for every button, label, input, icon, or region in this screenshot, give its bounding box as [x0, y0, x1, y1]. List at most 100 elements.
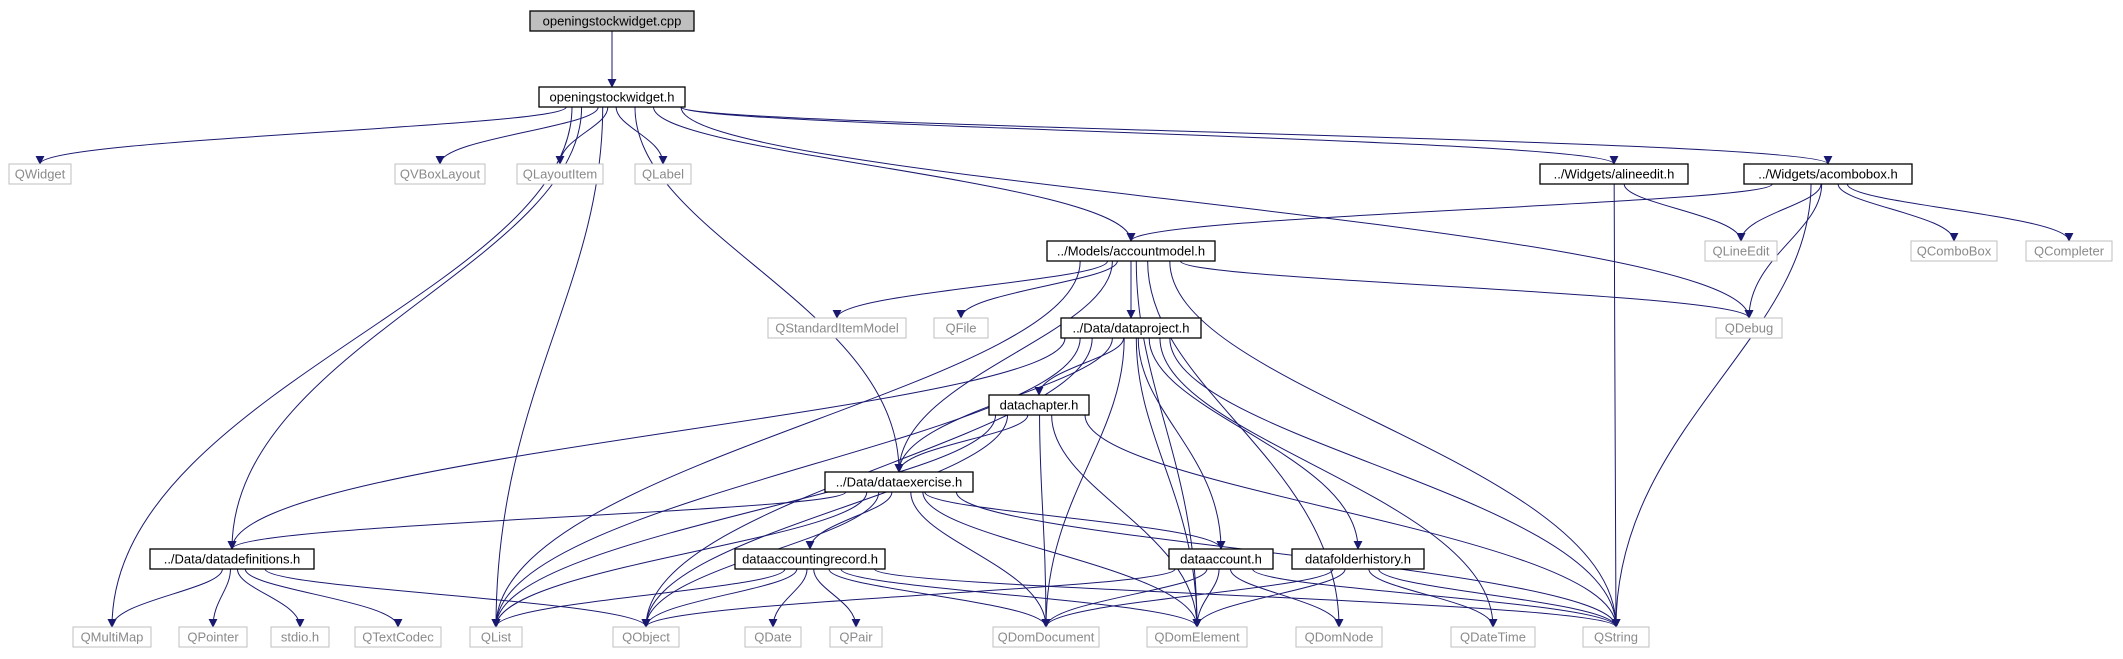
node-data-datadefinitions-h[interactable]: ../Data/datadefinitions.h [149, 548, 315, 570]
node-models-accountmodel-h[interactable]: ../Models/accountmodel.h [1046, 240, 1216, 262]
edge-osw-to-qlayoutitem [555, 106, 609, 165]
edge-acombobox-to-qcompleter [1846, 183, 2074, 242]
edge-dataexercise-to-datadefs [227, 491, 847, 550]
node-qmultimap[interactable]: QMultiMap [72, 626, 152, 648]
node-widgets-alineedit-h[interactable]: ../Widgets/alineedit.h [1539, 163, 1689, 185]
node-qvboxlayout[interactable]: QVBoxLayout [394, 163, 486, 185]
edge-dataaccrec-to-qstring [873, 568, 1621, 628]
node-datachapter-h[interactable]: datachapter.h [988, 394, 1090, 416]
node-label: QTextCodec [362, 630, 434, 645]
node-label: QLineEdit [1712, 244, 1769, 259]
node-label: QPair [839, 630, 873, 645]
edge-osw-to-qvbox [435, 106, 599, 165]
node-qlayoutitem[interactable]: QLayoutItem [516, 163, 604, 185]
edge-datafolder-to-qdomelement [1192, 568, 1346, 628]
edge-osw-to-alineedit [680, 106, 1619, 165]
edge-dataaccount-to-qdomdocument [1041, 568, 1208, 628]
edge-acombobox-to-qstring [1611, 183, 1812, 628]
node-qpointer[interactable]: QPointer [178, 626, 248, 648]
node-label: openingstockwidget.cpp [543, 14, 682, 29]
node-label: QLabel [642, 167, 684, 182]
node-qdomelement[interactable]: QDomElement [1146, 626, 1248, 648]
edge-dataexercise-to-qstring [955, 491, 1621, 628]
node-label: QWidget [15, 167, 66, 182]
edge-datadefs-to-qobject [264, 568, 651, 628]
node-qcompleter[interactable]: QCompleter [2025, 240, 2113, 262]
edge-dataproject-to-qdomdocument [1041, 337, 1125, 628]
edge-datafolder-to-qstring [1378, 568, 1621, 628]
node-openingstockwidget-cpp[interactable]: openingstockwidget.cpp [529, 10, 695, 32]
node-qdate[interactable]: QDate [744, 626, 802, 648]
node-qstring[interactable]: QString [1582, 626, 1650, 648]
node-label: QDebug [1725, 321, 1773, 336]
node-label: datachapter.h [1000, 398, 1079, 413]
node-label: QCompleter [2034, 244, 2105, 259]
edge-osw-to-accountmodel [653, 106, 1136, 242]
edge-dataaccount-to-qstring [1252, 568, 1621, 628]
edge-dataexercise-to-dataaccount [924, 491, 1226, 550]
edge-acombobox-to-qcombobox [1837, 183, 1959, 242]
edge-osw-to-dataexercise [634, 106, 904, 473]
edge-dataproject-to-datachapter [1034, 337, 1125, 396]
node-dataaccountingrecord-h[interactable]: dataaccountingrecord.h [734, 548, 886, 570]
edge-dataaccrec-to-qlist [491, 568, 786, 628]
node-openingstockwidget-h[interactable]: openingstockwidget.h [538, 86, 686, 108]
node-qlist[interactable]: QList [469, 626, 523, 648]
edge-osw-to-qdebug [680, 106, 1754, 319]
node-qdomnode[interactable]: QDomNode [1295, 626, 1383, 648]
edge-dataaccount-to-qdomnode [1229, 568, 1344, 628]
edge-osw-to-qwidget [35, 106, 567, 165]
edge-dataaccrec-to-qpair [813, 568, 861, 628]
edge-datachapter-to-qlist [491, 414, 997, 628]
edge-datachapter-to-qdomdocument [1039, 414, 1051, 628]
node-label: QMultiMap [81, 630, 144, 645]
edge-alineedit-to-qlineedit [1623, 183, 1746, 242]
node-label: QFile [945, 321, 976, 336]
node-label: QObject [622, 630, 670, 645]
edge-datachapter-to-dataexercise [894, 414, 1029, 473]
node-label: openingstockwidget.h [549, 90, 674, 105]
node-label: stdio.h [281, 630, 319, 645]
node-label: dataaccountingrecord.h [742, 552, 878, 567]
node-widgets-acombobox-h[interactable]: ../Widgets/acombobox.h [1743, 163, 1913, 185]
node-qlineedit[interactable]: QLineEdit [1704, 240, 1778, 262]
node-qobject[interactable]: QObject [612, 626, 680, 648]
edge-osw-to-qlabel [615, 106, 668, 165]
node-dataaccount-h[interactable]: dataaccount.h [1168, 548, 1274, 570]
edge-accountmodel-to-qlist [491, 260, 1081, 628]
edge-datachapter-to-qstring [1084, 414, 1621, 628]
node-data-dataproject-h[interactable]: ../Data/dataproject.h [1060, 317, 1202, 339]
edge-accountmodel-to-dataexercise [894, 260, 1113, 473]
edge-osw-to-acombobox [680, 106, 1833, 165]
edge-dataexercise-to-qdomelement [922, 491, 1202, 628]
node-qdomdocument[interactable]: QDomDocument [992, 626, 1100, 648]
node-label: QDomDocument [998, 630, 1095, 645]
edge-dataproject-to-datadefs [227, 337, 1066, 550]
node-qdatetime[interactable]: QDateTime [1450, 626, 1536, 648]
node-datafolderhistory-h[interactable]: datafolderhistory.h [1291, 548, 1425, 570]
node-qstandarditemmodel[interactable]: QStandardItemModel [767, 317, 907, 339]
node-label: QLayoutItem [523, 167, 597, 182]
edge-datadefs-to-stdio [236, 568, 305, 628]
node-qdebug[interactable]: QDebug [1715, 317, 1783, 339]
node-label: ../Models/accountmodel.h [1057, 244, 1205, 259]
edge-dataexercise-to-qdomdocument [910, 491, 1051, 628]
node-qcombobox[interactable]: QComboBox [1910, 240, 1998, 262]
edge-dataaccrec-to-qdomdocument [828, 568, 1051, 628]
edge-dataexercise-to-qlist [491, 491, 868, 628]
node-qlabel[interactable]: QLabel [634, 163, 692, 185]
node-qfile[interactable]: QFile [933, 317, 989, 339]
node-data-dataexercise-h[interactable]: ../Data/dataexercise.h [824, 471, 974, 493]
edge-dataaccrec-to-qobject [641, 568, 798, 628]
node-qpair[interactable]: QPair [829, 626, 883, 648]
edge-alineedit-to-qstring [1611, 183, 1621, 628]
edge-dataexercise-to-dataaccrec [805, 491, 893, 550]
node-label: QList [481, 630, 512, 645]
node-qwidget[interactable]: QWidget [8, 163, 72, 185]
node-label: ../Widgets/acombobox.h [1758, 167, 1897, 182]
node-qtextcodec[interactable]: QTextCodec [354, 626, 442, 648]
edge-datachapter-to-qobject [641, 414, 1009, 628]
node-label: QComboBox [1917, 244, 1992, 259]
edge-datadefs-to-qpointer [208, 568, 231, 628]
node-stdio-h[interactable]: stdio.h [270, 626, 330, 648]
